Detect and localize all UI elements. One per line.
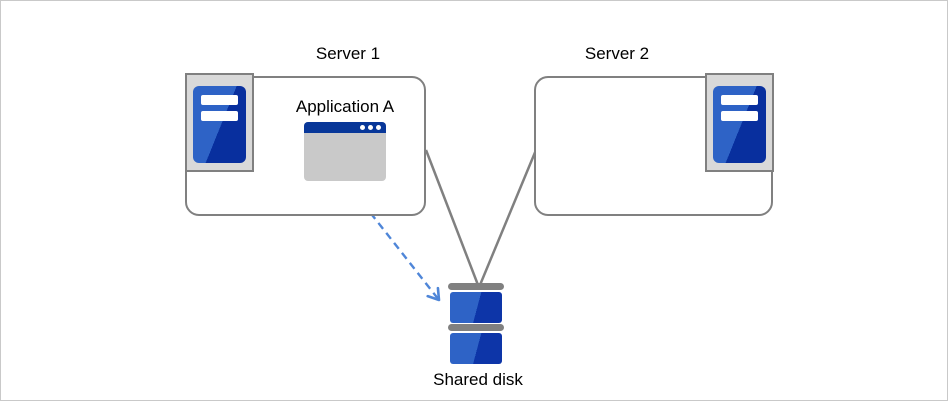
window-titlebar-dot: [376, 125, 381, 130]
server2-tower-icon: [705, 73, 774, 172]
disk-stack-icon: [448, 324, 504, 331]
application-a-label: Application A: [295, 97, 395, 116]
window-titlebar-dot: [368, 125, 373, 130]
connector-server2-to-disk: [478, 149, 538, 286]
server1-label: Server 1: [315, 44, 381, 63]
server-drive-slot: [201, 95, 238, 105]
connector-server1-to-disk: [424, 149, 480, 286]
disk-stack-icon: [448, 283, 504, 290]
server1-tower-icon: [185, 73, 254, 172]
window-titlebar-dot: [360, 125, 365, 130]
window-titlebar: [304, 122, 386, 133]
server-drive-slot: [201, 111, 238, 121]
server-tower-body: [713, 86, 766, 163]
application-window-icon: [304, 122, 386, 181]
disk-platter: [450, 292, 502, 323]
server-drive-slot: [721, 111, 758, 121]
server-drive-slot: [721, 95, 758, 105]
server2-label: Server 2: [584, 44, 650, 63]
shared-disk-label: Shared disk: [433, 370, 523, 389]
disk-platter: [450, 333, 502, 364]
server-tower-body: [193, 86, 246, 163]
